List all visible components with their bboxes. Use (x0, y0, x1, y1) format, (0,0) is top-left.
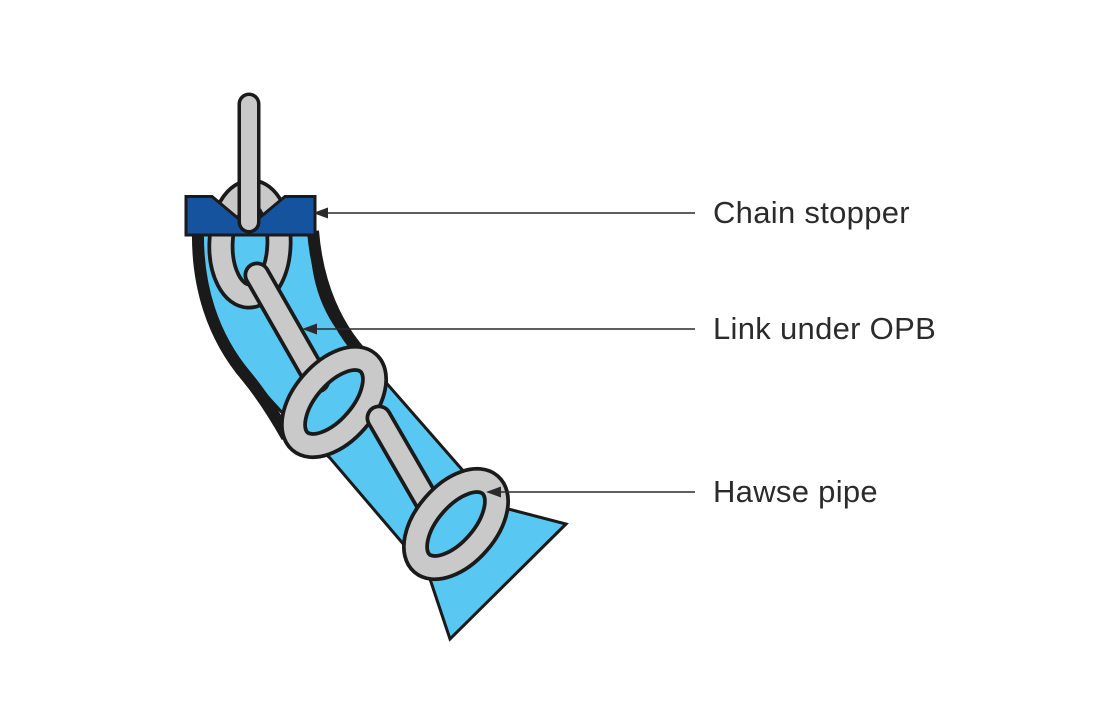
chain-bar-1 (243, 261, 331, 394)
chain-link-2 (279, 344, 389, 460)
arrowhead-hawse-pipe (486, 486, 501, 498)
label-hawse-pipe: Hawse pipe (713, 474, 878, 509)
label-link-under-opb: Link under OPB (713, 311, 937, 346)
chain-link-3 (401, 466, 511, 582)
chain-bar-2 (365, 404, 445, 522)
arrowhead-link-under-opb (302, 323, 317, 335)
arrowhead-chain-stopper (313, 207, 328, 219)
label-chain-stopper: Chain stopper (713, 195, 910, 230)
chain-stopper-block (184, 195, 317, 237)
hawse-pipe-wall-left (191, 230, 293, 440)
